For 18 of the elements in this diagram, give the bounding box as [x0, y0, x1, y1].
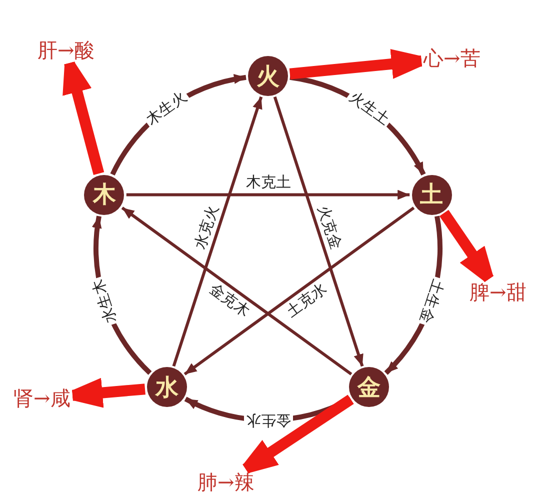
organ-taste-text: 肺→辣 — [198, 471, 254, 493]
element-circle: 金 — [349, 367, 390, 408]
edge-label: 木克土 — [244, 174, 292, 191]
arrow — [121, 206, 352, 376]
arrow — [273, 96, 364, 367]
edge-label: 土生金 — [416, 275, 447, 327]
organ-taste-text: 肾→咸 — [14, 387, 70, 409]
organ-taste-text: 肝→酸 — [38, 39, 94, 61]
element-circle: 火 — [248, 56, 288, 96]
arrow — [126, 190, 410, 200]
edge-label: 金生水 — [244, 412, 292, 428]
element-circle: 土 — [412, 174, 452, 215]
organ-taste-text: 心→苦 — [424, 47, 480, 69]
arrow — [184, 206, 415, 376]
element-circle: 水 — [146, 367, 187, 408]
arrow — [172, 96, 263, 367]
element-circle: 木 — [84, 174, 124, 215]
organ-taste-text: 脾→甜 — [470, 281, 526, 303]
